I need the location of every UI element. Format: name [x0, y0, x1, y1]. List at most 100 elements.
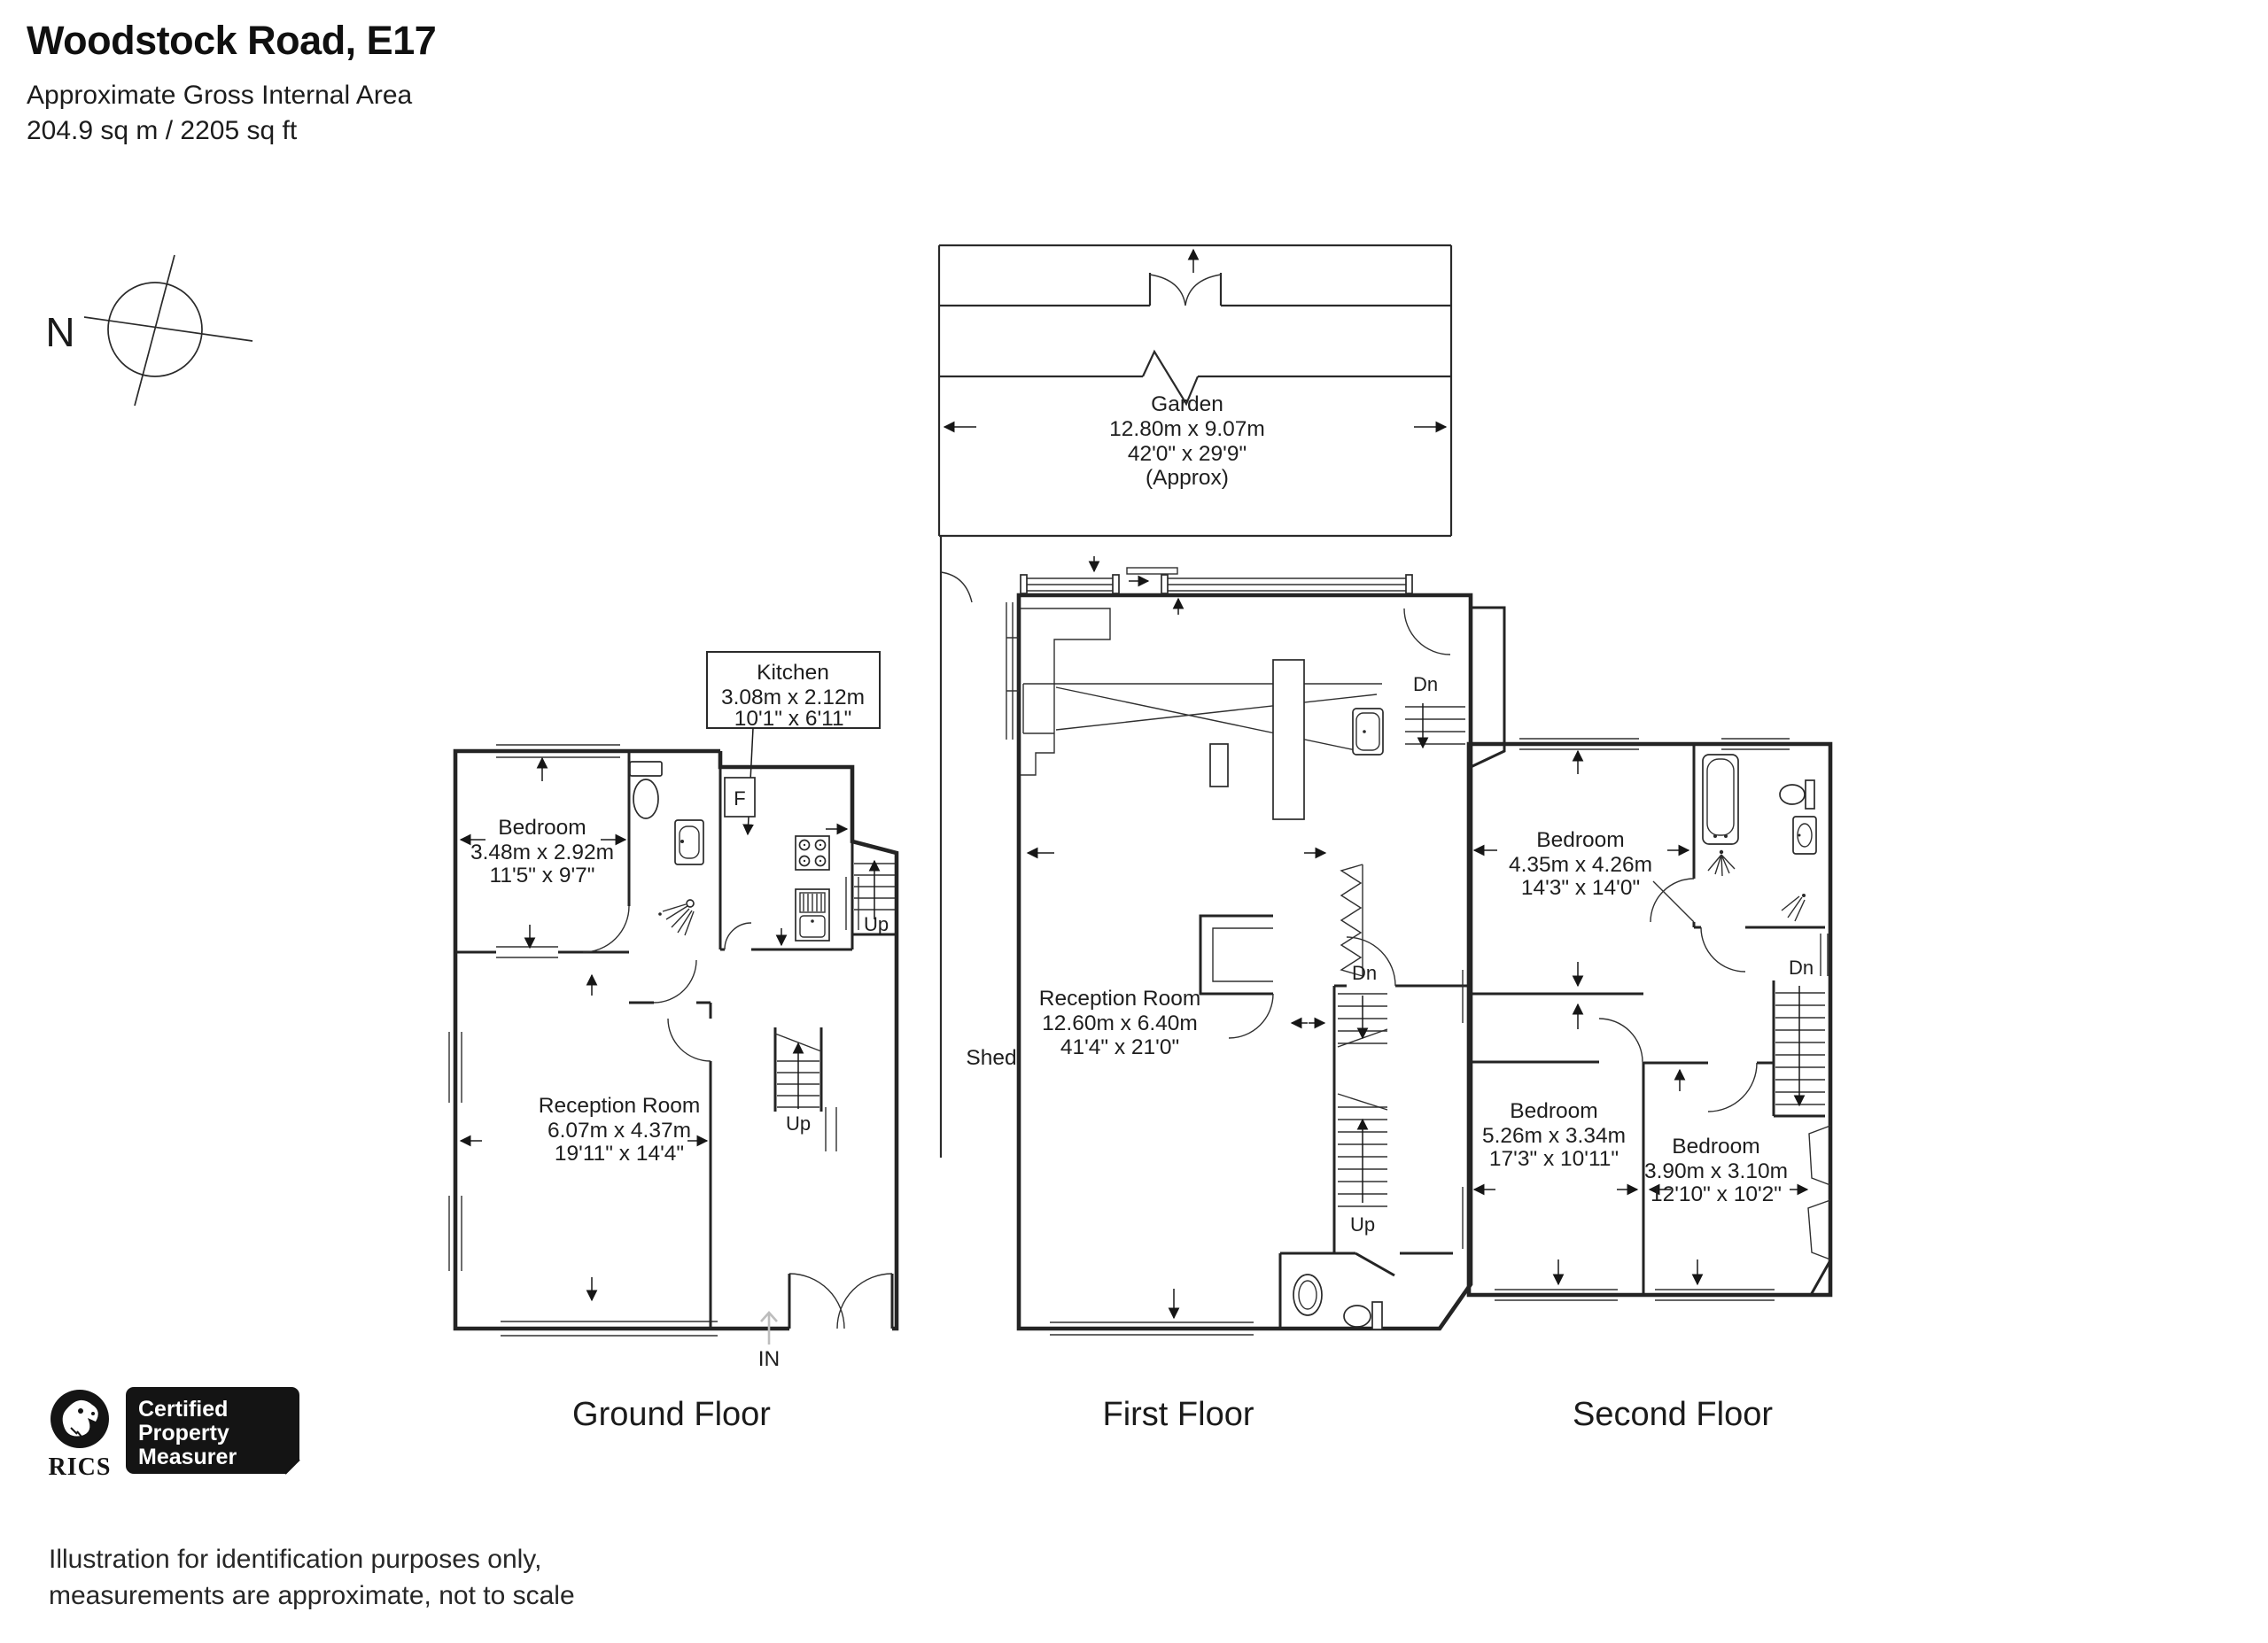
compass-axis-ns	[134, 254, 175, 407]
reception-dim-metric: 6.07m x 4.37m	[548, 1119, 691, 1143]
first-reception-label: Reception Room	[1039, 987, 1200, 1011]
bedroom-front-imperial: 14'3" x 14'0"	[1521, 876, 1640, 900]
fridge-icon	[724, 777, 756, 818]
garden-dim-metric: 12.80m x 9.07m	[1109, 417, 1265, 441]
counter-sink-icon	[1352, 708, 1384, 756]
ground-bathroom	[629, 761, 704, 936]
hob-icon	[795, 835, 830, 871]
up-label-main: Up	[864, 913, 889, 935]
disclaimer-line-2: measurements are approximate, not to sca…	[49, 1581, 575, 1610]
up-label-hall: Up	[786, 1112, 811, 1135]
area-label: Approximate Gross Internal Area	[27, 81, 413, 110]
garden-gate-arcs	[1149, 274, 1222, 306]
ground-floor-label: Ground Floor	[572, 1396, 771, 1433]
rics-certification: RICS Certified Property Measurer	[44, 1382, 310, 1486]
kitchen-unit-icon	[1272, 659, 1305, 820]
compass-north-label: N	[45, 309, 74, 355]
second-dormer-bay	[1807, 1125, 1832, 1296]
second-stairs: Dn	[1772, 934, 1829, 1118]
up-label: Up	[1350, 1213, 1375, 1236]
certified-measurer-badge: Certified Property Measurer	[126, 1387, 300, 1475]
badge-line-3: Measurer	[138, 1445, 237, 1469]
second-floor-label: Second Floor	[1572, 1396, 1774, 1433]
header: Woodstock Road, E17 Approximate Gross In…	[27, 18, 437, 149]
second-bathroom	[1702, 754, 1817, 922]
badge-line-2: Property	[138, 1421, 229, 1445]
disclaimer-line-1: Illustration for identification purposes…	[49, 1545, 542, 1574]
bedroom-label: Bedroom	[498, 816, 586, 840]
kitchen-label: Kitchen	[757, 661, 829, 685]
disclaimer: Illustration for identification purposes…	[49, 1541, 575, 1614]
kitchen-dim-metric: 3.08m x 2.12m	[721, 686, 865, 709]
second-partitions	[1469, 744, 1825, 1295]
shed-label: Shed	[966, 1046, 1016, 1070]
bedroom-back-label: Bedroom	[1672, 1135, 1759, 1159]
reception-label: Reception Room	[539, 1094, 700, 1118]
garden-break-line	[1142, 349, 1200, 407]
landing-door-arc	[1403, 608, 1451, 655]
compass-circle	[107, 282, 203, 377]
bedroom-left-metric: 5.26m x 3.34m	[1482, 1124, 1626, 1148]
entrance-label: IN	[758, 1347, 781, 1371]
basin-icon	[674, 819, 704, 865]
first-top-windows	[1020, 556, 1413, 615]
ground-room-labels: Bedroom 3.48m x 2.92m 11'5" x 9'7" Recep…	[470, 816, 700, 1166]
first-interior	[1199, 864, 1471, 1253]
area-value: 204.9 sq m / 2205 sq ft	[27, 116, 298, 145]
second-basin-icon	[1792, 816, 1817, 855]
first-outer-walls	[1016, 593, 1506, 1331]
bedroom-door-arc	[582, 905, 630, 953]
kitchen-sink-icon	[795, 888, 830, 942]
first-room-labels: Reception Room 12.60m x 6.40m 41'4" x 21…	[1039, 987, 1200, 1059]
kitchen-callout-box	[706, 651, 881, 729]
kitchen-callout: Kitchen 3.08m x 2.12m 10'1" x 6'11"	[706, 651, 881, 836]
reception-dim-imperial: 19'11" x 14'4"	[555, 1142, 684, 1166]
rics-logo-icon	[50, 1390, 109, 1448]
shower-icon	[658, 899, 695, 936]
bedroom-left-imperial: 17'3" x 10'11"	[1489, 1147, 1619, 1171]
second-windows	[1495, 738, 1790, 1301]
ground-kitchen: F	[724, 777, 830, 942]
toilet-icon	[633, 779, 659, 819]
second-toilet-icon	[1779, 784, 1806, 805]
ground-entrance: IN	[758, 1273, 894, 1371]
badge-line-1: Certified	[138, 1397, 228, 1422]
dn-mid-label: Dn	[1352, 962, 1377, 984]
bath-icon	[1702, 754, 1739, 845]
first-dim-arrows	[1026, 847, 1327, 1320]
bedroom-dim-imperial: 11'5" x 9'7"	[490, 864, 595, 887]
ground-dim-arrows	[459, 756, 849, 1302]
dn-top-label: Dn	[1413, 673, 1438, 695]
bedroom-back-metric: 3.90m x 3.10m	[1644, 1159, 1788, 1183]
toilet-tank-icon	[629, 761, 663, 777]
compass: N	[45, 254, 253, 407]
entrance-arrow-icon	[760, 1311, 778, 1322]
first-dn-landing: Dn	[1403, 608, 1465, 749]
first-kitchen-counter	[1022, 659, 1384, 820]
area-summary: Approximate Gross Internal Area 204.9 sq…	[27, 78, 436, 149]
first-bathroom	[1278, 1252, 1453, 1330]
bedroom-front-label: Bedroom	[1536, 828, 1624, 852]
ground-stairs-hall: Up	[774, 1033, 822, 1135]
first-toilet-icon	[1343, 1305, 1371, 1328]
first-bottom-window	[1050, 1321, 1254, 1336]
kitchen-door-arc	[724, 922, 752, 950]
fridge-label: F	[734, 787, 745, 810]
bedroom-left-label: Bedroom	[1510, 1099, 1597, 1123]
kitchen-dim-imperial: 10'1" x 6'11"	[734, 707, 852, 731]
compass-axis-ew	[83, 316, 253, 342]
first-stairs: Dn Up	[1337, 962, 1471, 1249]
hall-door-arc	[667, 1018, 711, 1062]
dn-label: Dn	[1789, 957, 1814, 979]
garden: Garden 12.80m x 9.07m 42'0" x 29'9" (App…	[937, 244, 1453, 538]
kitchen-unit-small-icon	[1209, 743, 1229, 787]
corner-shower-icon	[1781, 894, 1806, 922]
bedroom-dim-metric: 3.48m x 2.92m	[470, 841, 614, 864]
ground-windows	[448, 744, 859, 1337]
ground-stairs-main: Up	[854, 859, 895, 935]
bedroom-back-imperial: 12'10" x 10'2"	[1651, 1182, 1782, 1206]
first-left-window	[1006, 602, 1111, 776]
bathroom-door-arc	[653, 959, 697, 1004]
garden-approx: (Approx)	[1146, 466, 1229, 490]
